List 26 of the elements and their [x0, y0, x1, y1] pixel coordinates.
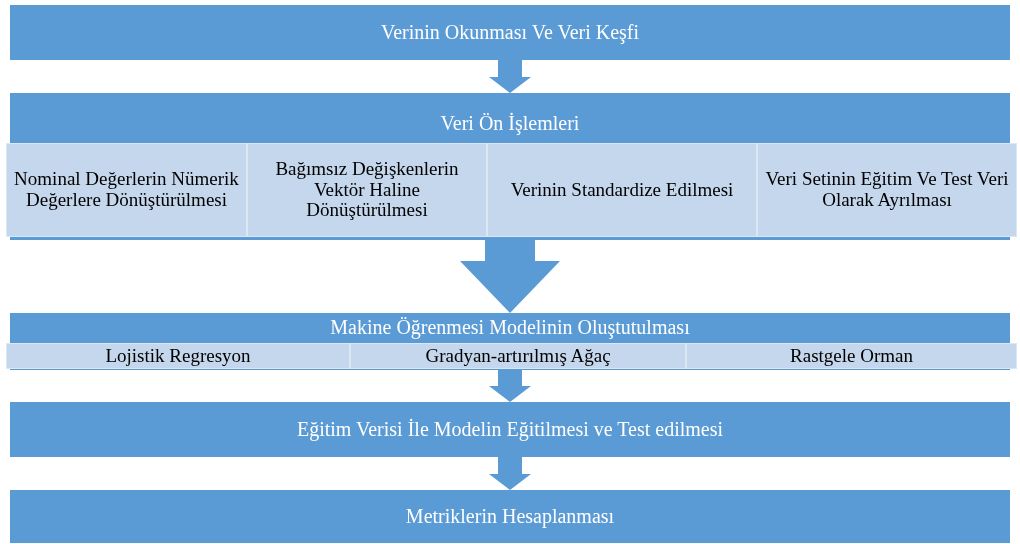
cell-label: Nominal Değerlerin Nümerik Değerlere Dönüştürülmesi: [13, 169, 240, 211]
block-arrow: [489, 370, 531, 402]
cell-label: Bağımsız Değişkenlerin Vektör Haline Dönüştürülmesi: [274, 158, 460, 222]
cell-label: Gradyan-artırılmış Ağaç: [425, 345, 611, 367]
step-cell: [6, 343, 350, 369]
section-heading: Veri Ön İşlemleri: [439, 111, 581, 136]
step-cell: [350, 343, 686, 369]
section-heading: Makine Öğrenmesi Modelinin Oluştutulması: [329, 315, 691, 340]
cell-label: Lojistik Regresyon: [105, 345, 251, 367]
process-label: Verinin Okunması Ve Veri Keşfi: [380, 21, 640, 44]
step-cell: [686, 343, 1017, 369]
step-cell: [487, 143, 757, 237]
process-box: [10, 490, 1010, 543]
block-arrow: [489, 60, 531, 93]
process-label: Metriklerin Hesaplanması: [405, 505, 615, 528]
process-box: [10, 5, 1010, 60]
cell-label: Rastgele Orman: [790, 345, 913, 367]
cell-label: Verinin Standardize Edilmesi: [510, 179, 734, 201]
step-cell: [247, 143, 487, 237]
block-arrow: [460, 240, 560, 313]
process-label: Eğitim Verisi İle Modelin Eğitilmesi ve Test edilmesi: [296, 418, 724, 441]
cell-label: Veri Setinin Eğitim Ve Test Veri Olarak Ayrılması: [764, 169, 1010, 211]
step-cell: [6, 143, 247, 237]
process-box: [10, 402, 1010, 457]
step-cell: [757, 143, 1017, 237]
block-arrow: [489, 457, 531, 490]
